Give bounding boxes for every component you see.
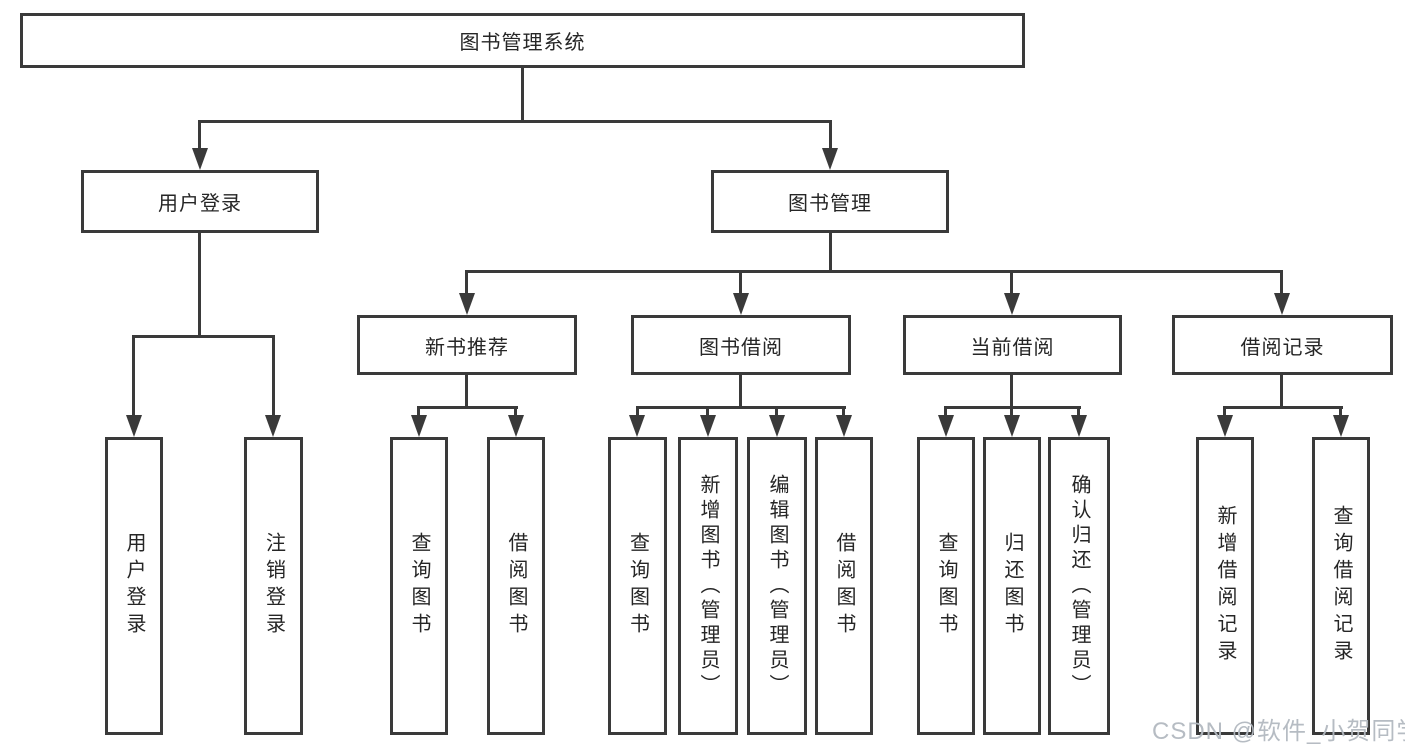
arrow-down-icon xyxy=(700,415,716,437)
node-label: 查询图书 xyxy=(408,532,430,640)
connector-line xyxy=(1223,406,1343,409)
connector-line xyxy=(132,335,135,417)
node-user-login: 用户登录 xyxy=(81,170,319,233)
node-label: 借阅图书 xyxy=(505,532,527,640)
leaf-query-books-current: 查询图书 xyxy=(917,437,975,735)
node-label: 图书管理系统 xyxy=(459,32,586,54)
node-label: 新书推荐 xyxy=(425,336,509,359)
arrow-down-icon xyxy=(126,415,142,437)
connector-line xyxy=(198,233,201,338)
connector-line xyxy=(132,335,275,338)
arrow-down-icon xyxy=(1071,415,1087,437)
leaf-add-books-admin: 新增图书（管理员） xyxy=(678,437,738,735)
node-label: 确认归还（管理员） xyxy=(1068,473,1090,699)
node-label: 归还图书 xyxy=(1001,532,1023,640)
leaf-query-books-recommend: 查询图书 xyxy=(390,437,448,735)
arrow-down-icon xyxy=(1333,415,1349,437)
connector-line xyxy=(775,406,778,417)
arrow-down-icon xyxy=(411,415,427,437)
arrow-down-icon xyxy=(938,415,954,437)
connector-line xyxy=(1010,406,1013,417)
connector-line xyxy=(944,406,947,417)
connector-line xyxy=(1280,375,1283,409)
node-new-book-recommend: 新书推荐 xyxy=(357,315,577,375)
node-label: 借阅图书 xyxy=(833,532,855,640)
connector-line xyxy=(198,120,201,148)
node-borrowing-records: 借阅记录 xyxy=(1172,315,1393,375)
connector-line xyxy=(465,375,468,409)
connector-line xyxy=(465,270,468,295)
node-label: 查询图书 xyxy=(935,532,957,640)
node-label: 借阅记录 xyxy=(1240,336,1325,359)
node-label: 查询图书 xyxy=(626,532,649,640)
connector-line xyxy=(829,233,832,273)
arrow-down-icon xyxy=(822,148,838,170)
connector-line xyxy=(1010,270,1013,295)
node-label: 当前借阅 xyxy=(970,336,1055,359)
node-current-borrowing: 当前借阅 xyxy=(903,315,1122,375)
connector-line xyxy=(417,406,518,409)
arrow-down-icon xyxy=(1217,415,1233,437)
node-book-management: 图书管理 xyxy=(711,170,949,233)
connector-line xyxy=(1010,375,1013,409)
connector-line xyxy=(829,120,832,148)
node-library-system: 图书管理系统 xyxy=(20,13,1025,68)
arrow-down-icon xyxy=(1274,293,1290,315)
node-book-borrowing: 图书借阅 xyxy=(631,315,851,375)
connector-line xyxy=(272,335,275,417)
connector-line xyxy=(1280,270,1283,295)
connector-line xyxy=(1077,406,1080,417)
leaf-query-borrow-record: 查询借阅记录 xyxy=(1312,437,1370,735)
connector-line xyxy=(636,406,846,409)
connector-line xyxy=(198,120,832,123)
connector-line xyxy=(706,406,709,417)
connector-line xyxy=(514,406,517,417)
arrow-down-icon xyxy=(769,415,785,437)
arrow-down-icon xyxy=(836,415,852,437)
leaf-edit-books-admin: 编辑图书（管理员） xyxy=(747,437,807,735)
arrow-down-icon xyxy=(1004,415,1020,437)
node-label: 查询借阅记录 xyxy=(1330,505,1352,667)
leaf-return-books: 归还图书 xyxy=(983,437,1041,735)
connector-line xyxy=(1223,406,1226,417)
leaf-add-borrow-record: 新增借阅记录 xyxy=(1196,437,1254,735)
leaf-query-books-borrow: 查询图书 xyxy=(608,437,667,735)
node-label: 编辑图书（管理员） xyxy=(766,473,788,699)
connector-line xyxy=(739,375,742,409)
node-label: 图书借阅 xyxy=(699,336,783,359)
arrow-down-icon xyxy=(459,293,475,315)
connector-line xyxy=(1339,406,1342,417)
connector-line xyxy=(842,406,845,417)
leaf-logout: 注销登录 xyxy=(244,437,303,735)
leaf-confirm-return-admin: 确认归还（管理员） xyxy=(1048,437,1110,735)
node-label: 新增图书（管理员） xyxy=(697,473,719,699)
connector-line xyxy=(465,270,1283,273)
leaf-borrow-books-recommend: 借阅图书 xyxy=(487,437,545,735)
connector-line xyxy=(417,406,420,417)
connector-line xyxy=(739,270,742,295)
node-label: 新增借阅记录 xyxy=(1214,505,1236,667)
leaf-user-login: 用户登录 xyxy=(105,437,163,735)
leaf-borrow-books: 借阅图书 xyxy=(815,437,873,735)
node-label: 注销登录 xyxy=(262,532,285,640)
arrow-down-icon xyxy=(629,415,645,437)
connector-line xyxy=(521,68,524,123)
arrow-down-icon xyxy=(733,293,749,315)
connector-line xyxy=(636,406,639,417)
arrow-down-icon xyxy=(265,415,281,437)
arrow-down-icon xyxy=(192,148,208,170)
node-label: 用户登录 xyxy=(123,532,145,640)
csdn-watermark: CSDN @软件_小贺同学 xyxy=(1152,718,1405,745)
arrow-down-icon xyxy=(508,415,524,437)
node-label: 图书管理 xyxy=(788,193,872,215)
node-label: 用户登录 xyxy=(158,193,242,215)
arrow-down-icon xyxy=(1004,293,1020,315)
